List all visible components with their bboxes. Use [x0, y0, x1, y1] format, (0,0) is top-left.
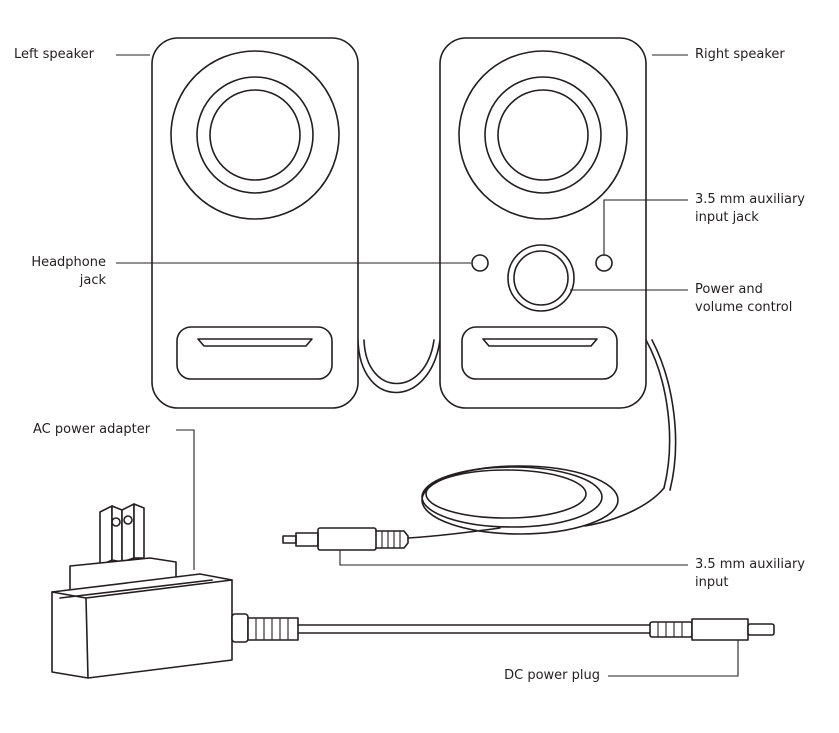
- label-right-speaker: Right speaker: [695, 47, 785, 62]
- leader-lines: [116, 54, 739, 677]
- label-power-volume-control: Power and volume control: [695, 282, 793, 315]
- volume-knob-outer: [507, 244, 575, 312]
- right-bass-port: [461, 326, 618, 380]
- right-speaker: [439, 37, 647, 409]
- left-bass-port: [176, 326, 333, 380]
- label-ac-power-adapter: AC power adapter: [33, 422, 151, 437]
- label-headphone-jack: Headphone jack: [31, 255, 106, 288]
- aux-cable: [282, 339, 677, 551]
- right-woofer-outer: [458, 50, 628, 220]
- aux-plug-body: [317, 527, 377, 551]
- left-woofer-outer: [170, 50, 340, 220]
- left-speaker: [151, 37, 359, 409]
- speaker-link-cable: [357, 339, 441, 394]
- volume-knob-inner: [513, 250, 569, 306]
- label-aux-input-jack: 3.5 mm auxiliary input jack: [695, 192, 806, 225]
- label-left-speaker: Left speaker: [14, 47, 94, 62]
- label-dc-power-plug: DC power plug: [504, 668, 600, 683]
- headphone-jack-port: [471, 254, 489, 272]
- label-aux-input: 3.5 mm auxiliary input: [695, 557, 806, 590]
- ac-power-adapter: [51, 503, 775, 679]
